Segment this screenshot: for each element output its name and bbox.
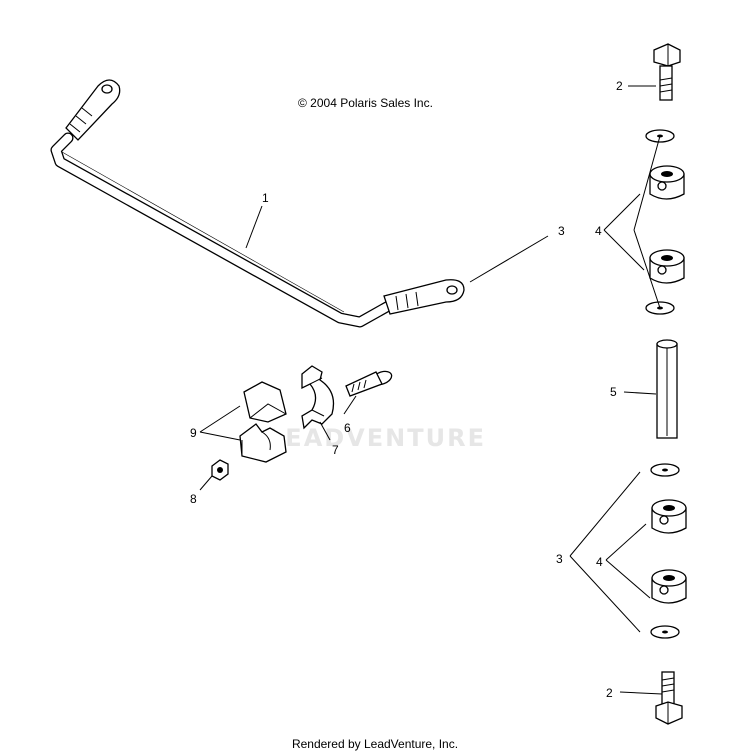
callout-8: 8 — [190, 492, 197, 506]
leader-lines — [199, 85, 663, 695]
callout-3-bottom: 3 — [556, 552, 563, 566]
bushing-top-1[interactable] — [649, 165, 685, 200]
spacer-tube[interactable] — [656, 339, 678, 439]
bushing-top-2[interactable] — [649, 249, 685, 284]
washer-bottom-1[interactable] — [650, 463, 680, 477]
callout-6: 6 — [344, 421, 351, 435]
callout-3-top: 3 — [558, 224, 565, 238]
washer-bottom-2[interactable] — [650, 625, 680, 639]
bushing-bottom-2[interactable] — [651, 569, 687, 604]
bolt-top[interactable] — [653, 43, 681, 101]
callout-9: 9 — [190, 426, 197, 440]
copyright-text: © 2004 Polaris Sales Inc. — [298, 96, 433, 110]
bolt-bottom[interactable] — [655, 671, 683, 725]
bushing-bottom-1[interactable] — [651, 499, 687, 534]
stabilizer-bar[interactable] — [50, 79, 465, 328]
callout-1: 1 — [262, 191, 269, 205]
callout-5: 5 — [610, 385, 617, 399]
callout-7: 7 — [332, 443, 339, 457]
callout-2-bottom: 2 — [606, 686, 613, 700]
callout-2-top: 2 — [616, 79, 623, 93]
clamp-bracket[interactable] — [301, 365, 335, 430]
lock-nut[interactable] — [211, 459, 229, 481]
clamp-bushing-upper[interactable] — [243, 381, 287, 423]
callout-4-top: 4 — [595, 224, 602, 238]
callout-4-bottom: 4 — [596, 555, 603, 569]
clamp-bushing-lower[interactable] — [239, 423, 287, 463]
footer-credit: Rendered by LeadVenture, Inc. — [291, 737, 459, 751]
carriage-bolt[interactable] — [345, 369, 393, 397]
